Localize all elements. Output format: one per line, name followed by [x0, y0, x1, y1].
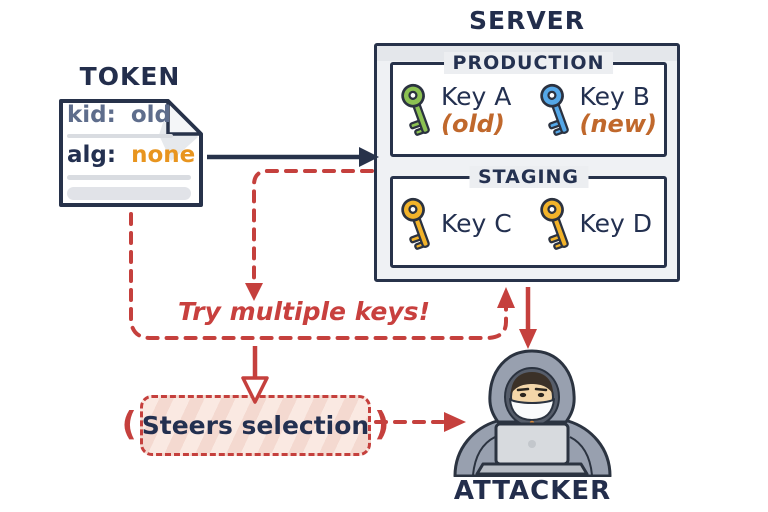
field-value: none	[131, 142, 196, 168]
field-key: alg:	[67, 142, 117, 168]
right-eyebrow	[534, 387, 548, 392]
token-document: kid: old alg: none	[55, 97, 205, 211]
key-name: Key C	[441, 209, 512, 238]
steers-selection-label: Steers selection	[141, 411, 370, 440]
steers-selection-box: ( Steers selection )	[122, 395, 389, 456]
staging-section: STAGING Key C	[390, 166, 667, 268]
try-multiple-keys-annotation: Try multiple keys!	[178, 297, 430, 326]
production-section: PRODUCTION Key A (old)	[390, 52, 667, 157]
attacker-title: ATTACKER	[453, 476, 612, 506]
token-fields: kid: old alg: none	[67, 102, 197, 200]
field-value: old	[130, 102, 171, 128]
left-eye	[519, 392, 527, 398]
key-b-icon	[539, 83, 569, 136]
token-title: TOKEN	[79, 62, 181, 91]
staging-label: STAGING	[468, 166, 589, 188]
key-c-item: Key C	[399, 195, 524, 257]
key-a-item: Key A (old)	[399, 81, 524, 143]
key-name: Key B	[579, 81, 650, 111]
attacker-hair	[511, 372, 553, 394]
face-mask	[509, 398, 555, 421]
placeholder-text-bar	[67, 187, 191, 200]
divider-line	[67, 175, 191, 180]
attacker-left-arm-line	[472, 436, 496, 476]
attacker-icon	[453, 349, 612, 477]
left-eyebrow	[516, 387, 530, 392]
key-c-icon	[401, 197, 430, 250]
attacker-right-arm-line	[569, 436, 593, 476]
key-d-item: Key D	[538, 195, 663, 257]
key-d-icon	[539, 197, 569, 250]
divider-line	[67, 134, 173, 138]
server-box: PRODUCTION Key A (old)	[374, 43, 680, 282]
folded-corner-icon	[166, 99, 203, 136]
key-name: Key D	[579, 209, 653, 238]
key-a-icon	[401, 83, 430, 136]
token-field-kid: kid: old	[67, 102, 197, 129]
token-field-alg: alg: none	[67, 142, 197, 169]
key-name: Key A	[441, 81, 512, 111]
server-to-annotation-dashed-path	[252, 169, 374, 284]
laptop-base	[475, 462, 589, 476]
key-b-item: Key B (new)	[538, 81, 663, 143]
right-eye	[537, 392, 545, 398]
close-paren: )	[374, 404, 390, 443]
production-label: PRODUCTION	[443, 52, 614, 74]
key-note: (new)	[579, 109, 657, 138]
laptop-logo	[528, 440, 536, 448]
key-note: (old)	[441, 109, 505, 138]
open-paren: (	[121, 404, 137, 443]
field-key: kid:	[67, 102, 116, 128]
server-title: SERVER	[468, 6, 585, 35]
up-into-server-arrowhead	[497, 287, 515, 308]
